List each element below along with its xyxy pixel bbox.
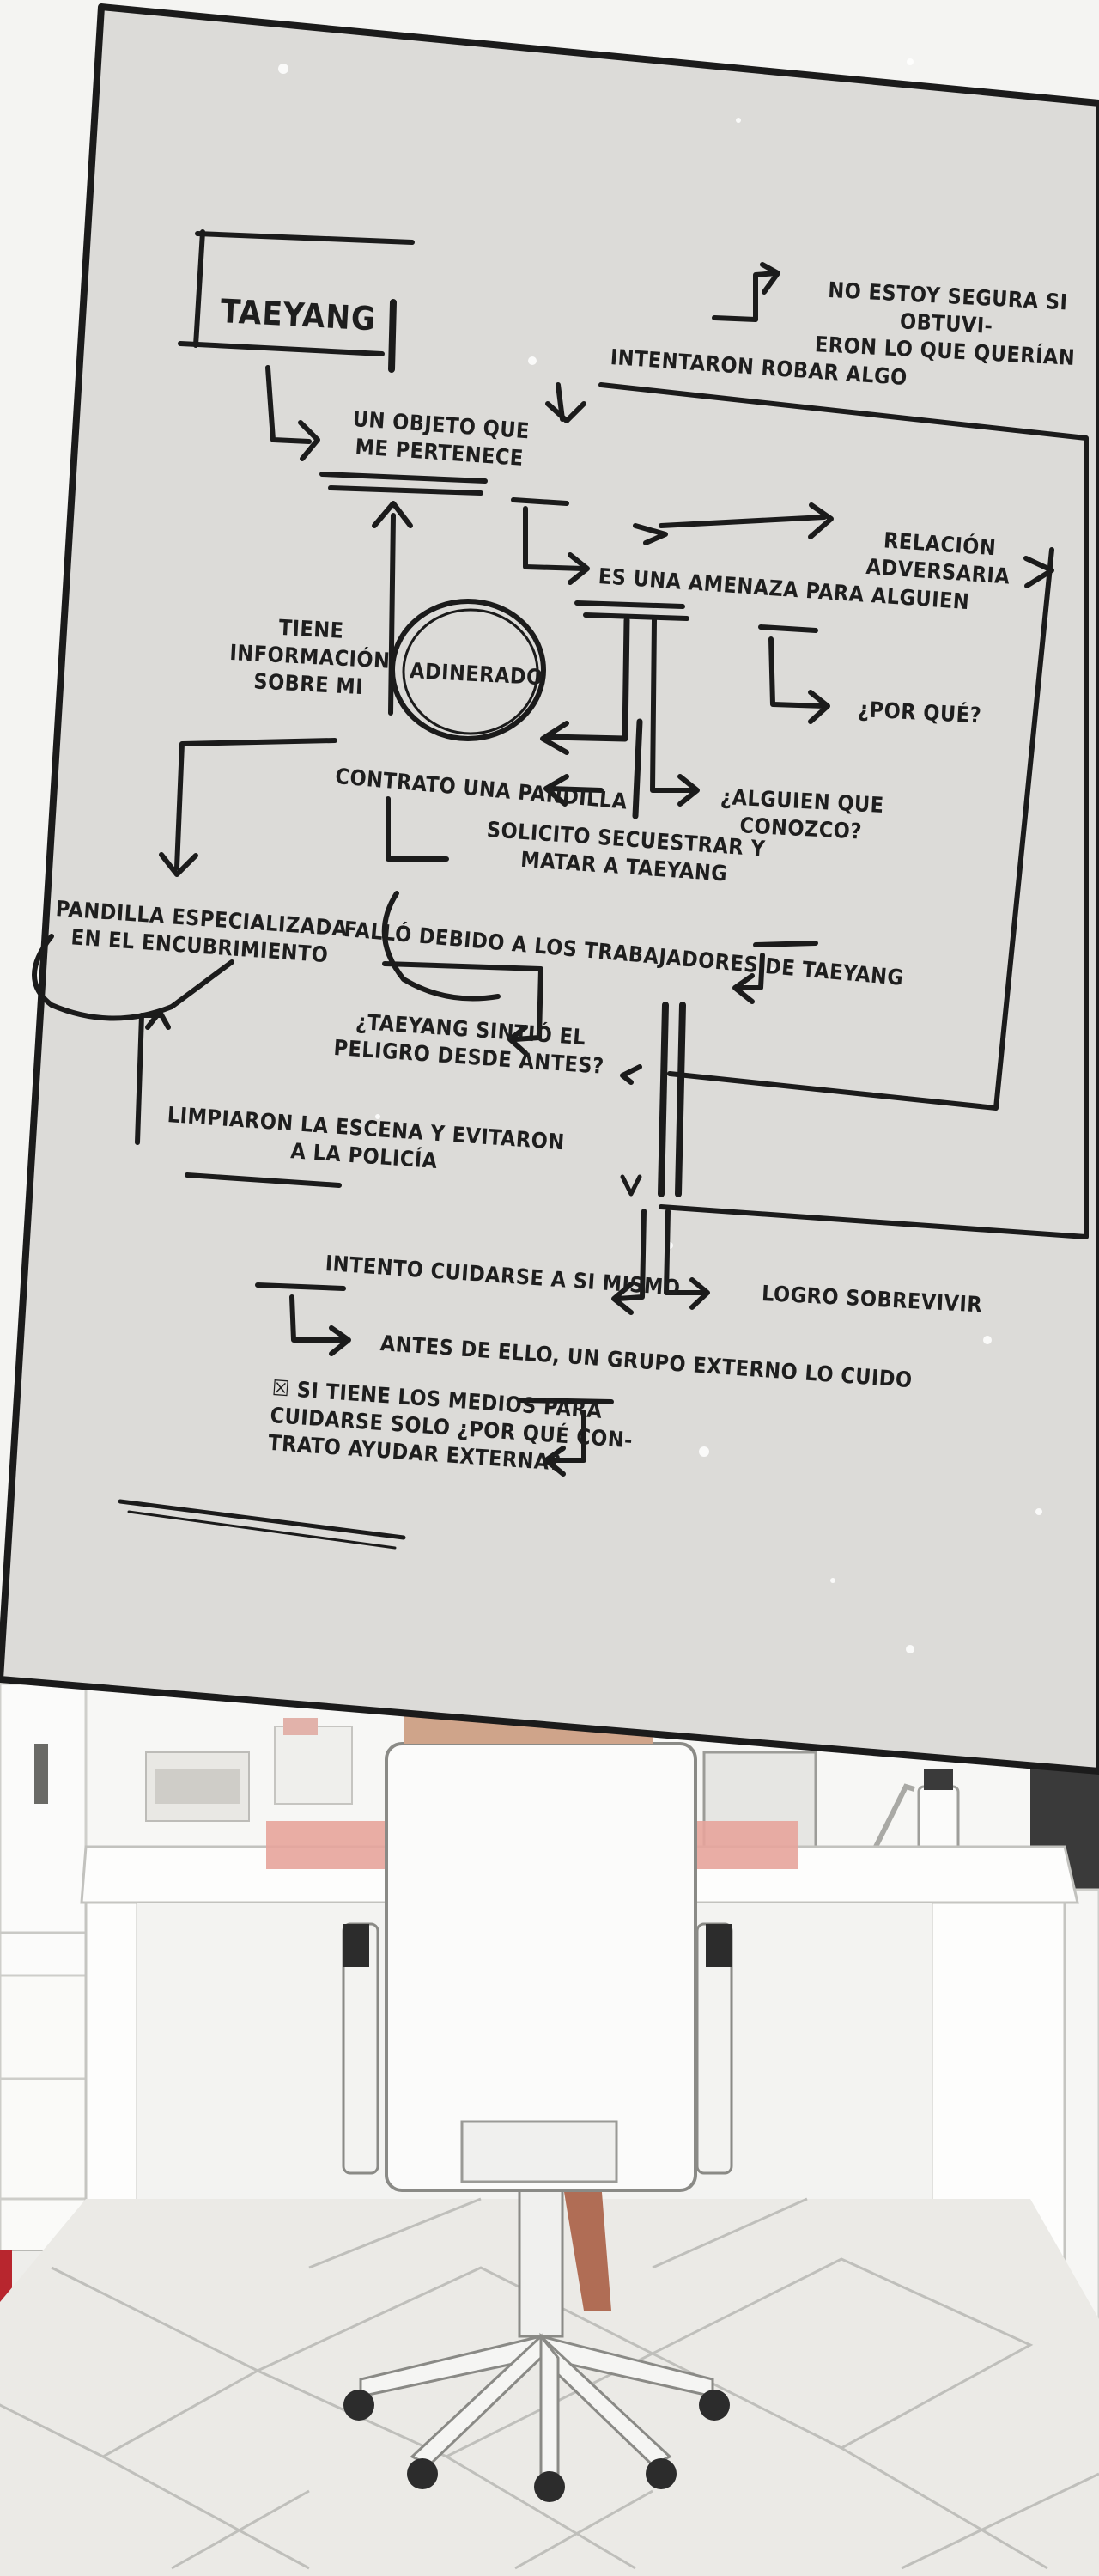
note-relacion-adversaria: RELACIÓN ADVERSARIA: [865, 527, 1011, 589]
note-objeto-que-me-pertenece: UN OBJETO QUE ME PERTENECE: [351, 405, 531, 471]
note-antes-de-ello: ANTES DE ELLO, UN GRUPO EXTERNO LO CUIDO: [379, 1330, 914, 1393]
note-tiene-informacion: TIENE INFORMACIÓN SOBRE MI: [228, 614, 392, 700]
note-pandilla-especializada: PANDILLA ESPECIALIZADA EN EL ENCUBRIMIEN…: [54, 895, 349, 968]
note-fallo-trabajadores: FALLÓ DEBIDO A LOS TRABAJADORES DE TAEYA…: [343, 916, 905, 990]
note-por-que: ¿POR QUÉ?: [857, 696, 982, 728]
note-contrato-pandilla: CONTRATO UNA PANDILLA: [334, 763, 628, 814]
note-adinerado: ADINERADO: [409, 657, 544, 691]
note-intento-cuidarse: INTENTO CUIDARSE A SI MISMO: [324, 1250, 682, 1300]
note-sintio-peligro: ¿TAEYANG SINTIÓ EL PELIGRO DESDE ANTES?: [332, 1008, 605, 1079]
note-no-estoy-segura: NO ESTOY SEGURA SI OBTUVI- ERON LO QUE Q…: [814, 277, 1076, 370]
whiteboard-surface: [0, 3, 1099, 1775]
whiteboard: [0, 3, 1099, 1775]
note-logro-sobrevivir: LOGRO SOBREVIVIR: [761, 1280, 983, 1318]
note-taeyang: TAEYANG: [219, 291, 378, 338]
note-limpiaron-escena: LIMPIARON LA ESCENA Y EVITARON A LA POLI…: [166, 1101, 566, 1174]
note-si-tiene-medios: ☒ SI TIENE LOS MEDIOS PARA CUIDARSE SOLO…: [267, 1374, 634, 1476]
